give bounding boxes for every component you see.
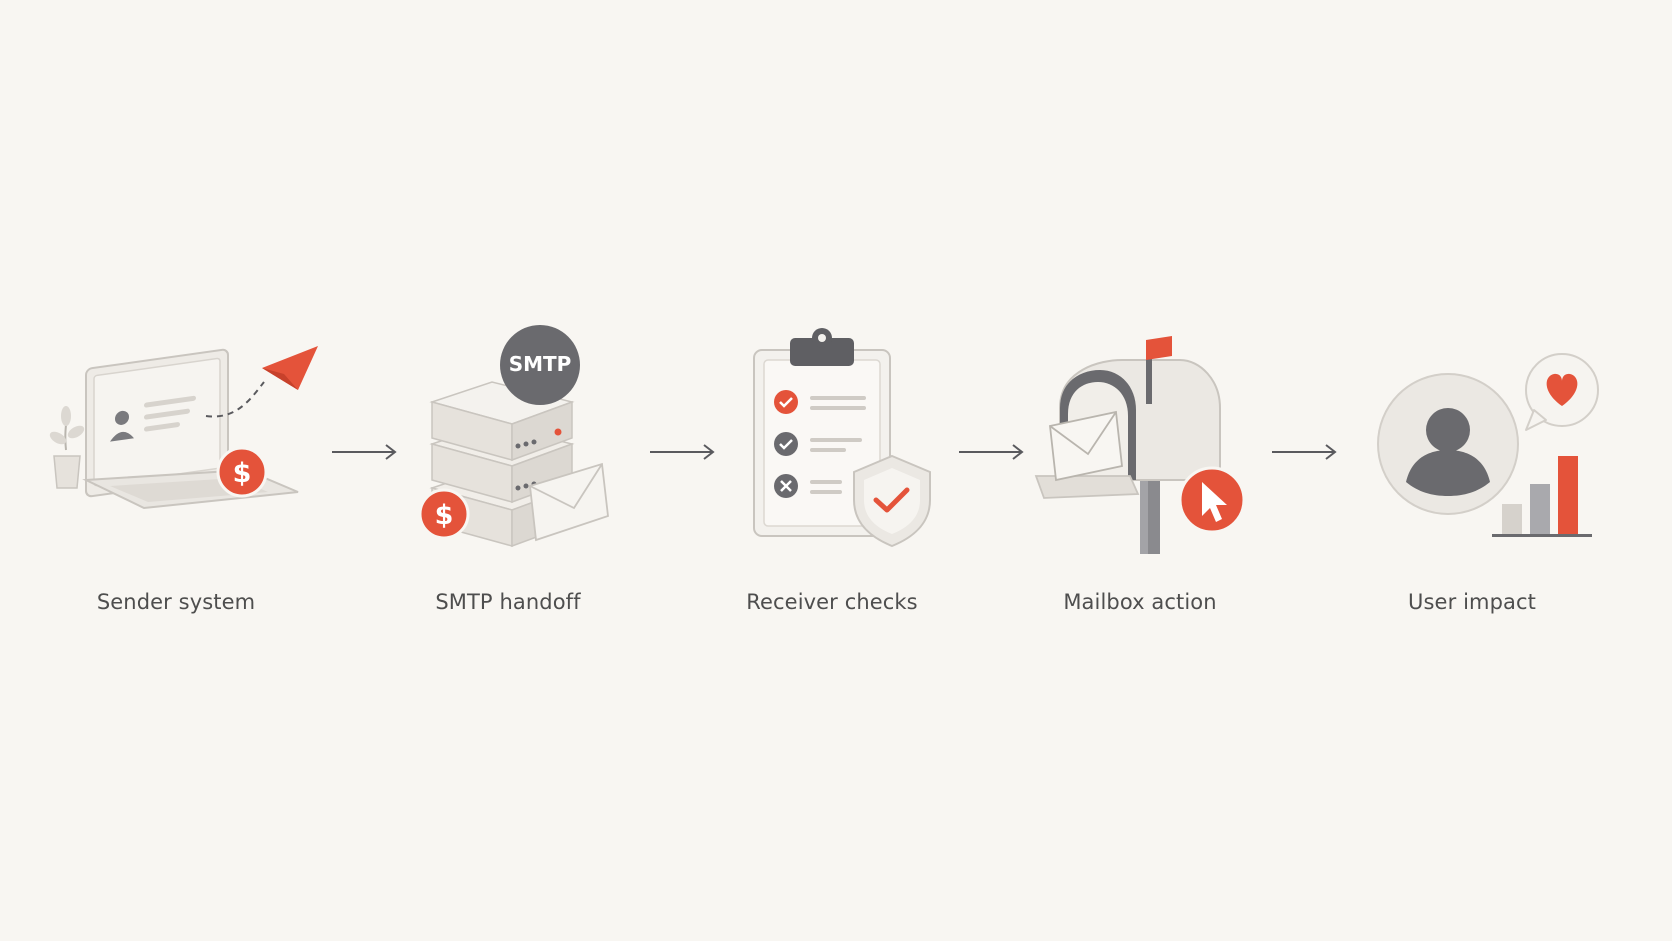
avatar-icon [1377,373,1519,515]
cursor-click-icon [1178,466,1246,534]
step-label: Receiver checks [746,590,918,614]
user-impact-icon [1377,353,1599,537]
bar-chart-icon [1492,456,1592,537]
clipboard-checklist-icon [753,328,931,548]
flow-arrow-icon [650,444,715,460]
flow-arrow-icon [1272,444,1337,460]
paper-plane-icon [262,346,318,390]
step-label: User impact [1408,590,1536,614]
flow-arrow-icon [332,444,397,460]
check-icon [774,432,798,456]
laptop-send-icon: $ [49,346,318,510]
dollar-coin-icon: $ [216,446,268,498]
heart-bubble-icon [1525,353,1599,431]
shield-check-icon [853,454,931,548]
svg-text:$: $ [435,500,454,531]
cross-icon [774,474,798,498]
check-accent-icon [774,390,798,414]
svg-text:$: $ [233,458,252,489]
plant-icon [49,406,85,489]
envelope-icon [529,462,609,542]
step-label: Sender system [96,590,256,614]
smtp-badge [500,325,580,405]
dollar-coin-icon: $ [418,488,470,540]
step-label: Mailbox action [1063,590,1217,614]
server-stack-icon: $ [418,381,609,548]
flag-icon [1146,336,1172,404]
mailbox-icon [1034,336,1246,554]
envelope-icon [1049,410,1123,482]
flow-arrow-icon [959,444,1024,460]
step-label: SMTP handoff [435,590,581,614]
smtp-badge-label: SMTP [508,352,572,376]
